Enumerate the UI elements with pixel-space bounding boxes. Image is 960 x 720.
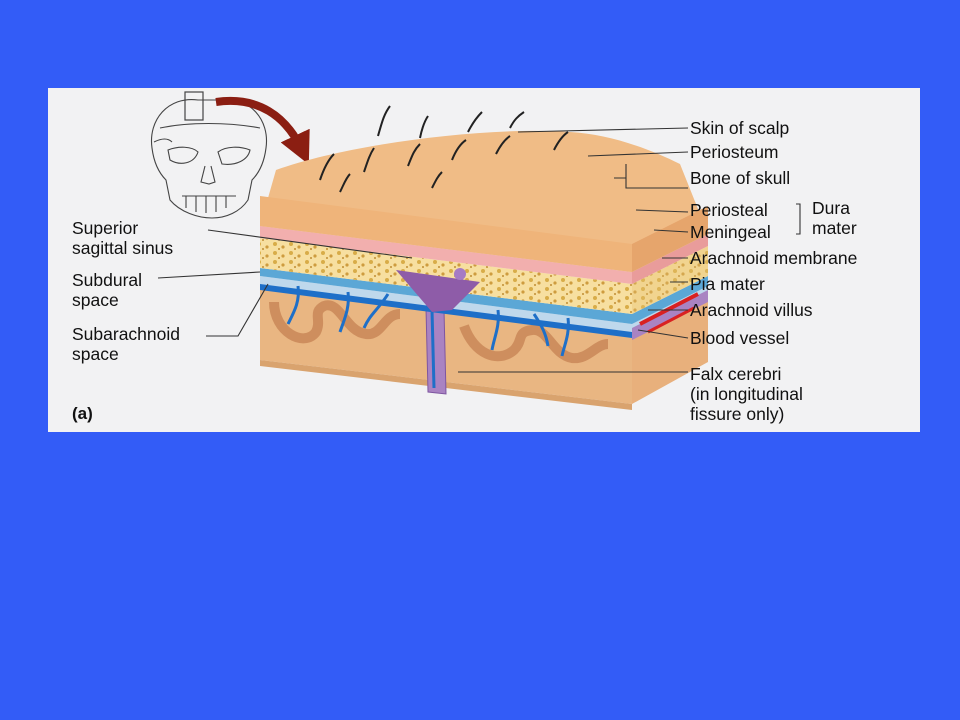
cortical-vessels bbox=[286, 285, 570, 357]
panel-letter: (a) bbox=[72, 404, 93, 423]
meninges-figure: Skin of scalp Periosteum Bone of skull P… bbox=[48, 88, 920, 432]
label-periosteum: Periosteum bbox=[690, 142, 779, 162]
brain-block bbox=[260, 288, 708, 410]
label-falx-cerebri: Falx cerebri (in longitudinal fissure on… bbox=[690, 364, 803, 424]
label-dura-mater: Dura mater bbox=[812, 198, 857, 238]
label-arachnoid-villus: Arachnoid villus bbox=[690, 300, 813, 320]
blood-vessel-segment bbox=[639, 292, 699, 326]
label-periosteal: Periosteal bbox=[690, 200, 768, 220]
label-meningeal: Meningeal bbox=[690, 222, 771, 242]
label-skin-of-scalp: Skin of scalp bbox=[690, 118, 790, 138]
label-subdural-space: Subdural space bbox=[72, 270, 143, 310]
zoom-arrow bbox=[215, 97, 310, 165]
hair-strands bbox=[319, 105, 569, 193]
superior-sagittal-sinus bbox=[396, 270, 480, 312]
leader-lines bbox=[157, 127, 801, 373]
meninges-illustration bbox=[150, 91, 801, 410]
dura-layer bbox=[260, 268, 708, 324]
periosteum-layer bbox=[260, 226, 632, 284]
label-arachnoid-membrane: Arachnoid membrane bbox=[690, 248, 858, 268]
label-pia-mater: Pia mater bbox=[690, 274, 765, 294]
arachnoid-villus bbox=[454, 268, 466, 280]
label-bone-of-skull: Bone of skull bbox=[690, 168, 791, 188]
label-superior-sagittal-sinus: Superior sagittal sinus bbox=[72, 218, 174, 258]
label-subarachnoid-space: Subarachnoid space bbox=[72, 324, 180, 364]
skull-inset-icon bbox=[150, 91, 268, 219]
label-blood-vessel: Blood vessel bbox=[690, 328, 790, 348]
